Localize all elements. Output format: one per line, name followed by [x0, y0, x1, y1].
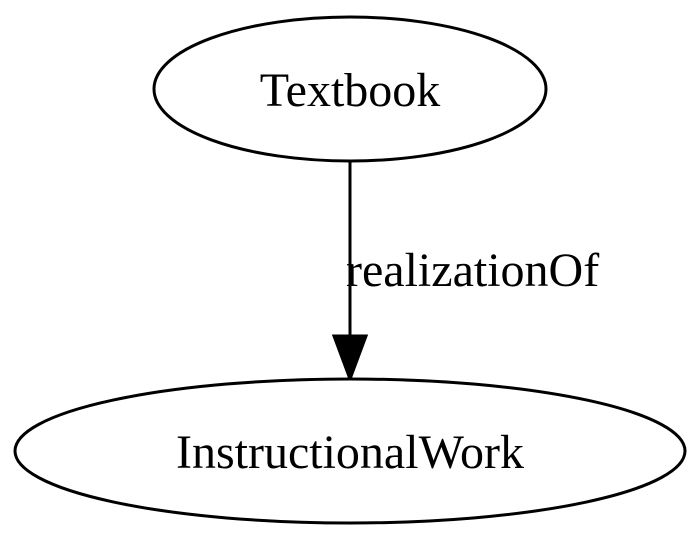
node-textbook-ellipse	[152, 15, 548, 163]
node-textbook: Textbook	[152, 15, 548, 163]
edge-label: realizationOf	[346, 244, 599, 297]
node-instructional-work: InstructionalWork	[13, 377, 687, 525]
arrow-head	[331, 334, 369, 384]
edge-realization-of: realizationOf	[331, 162, 599, 384]
node-instructional-work-label: InstructionalWork	[176, 426, 524, 479]
node-textbook-label: Textbook	[260, 64, 441, 117]
node-instructional-work-ellipse	[13, 377, 687, 525]
